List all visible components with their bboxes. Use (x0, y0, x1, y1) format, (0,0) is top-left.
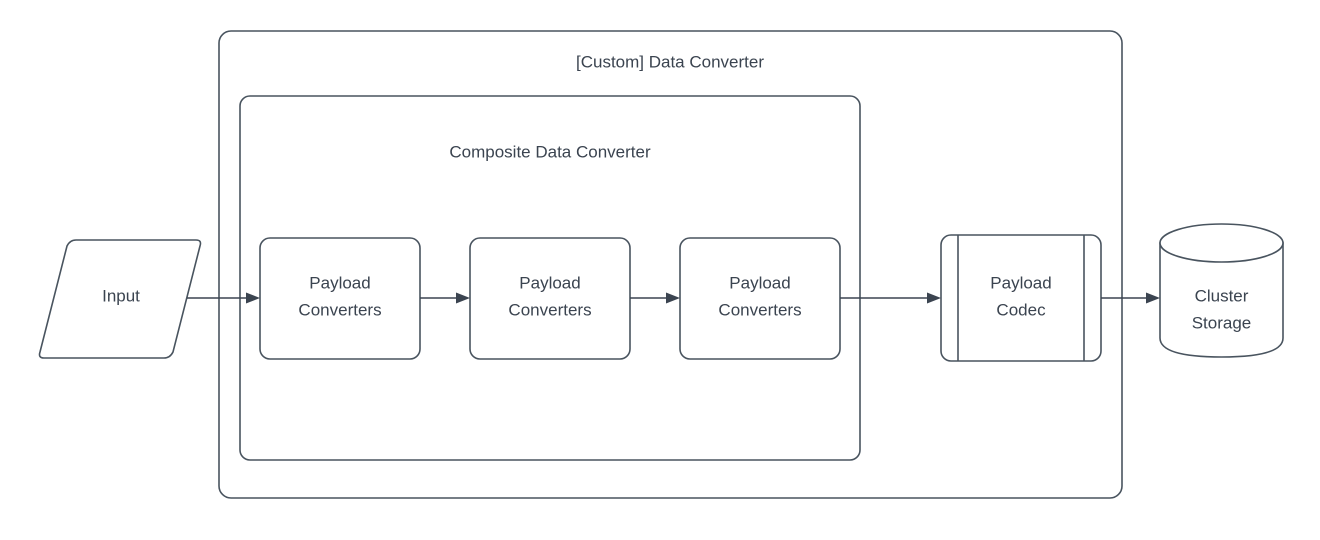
node-input-label: Input (102, 286, 140, 305)
node-cluster-storage-top (1159, 223, 1284, 263)
node-payload-converters-1-label-line1: Payload (309, 273, 370, 292)
edge-payload-converters-1-to-payload-converters-2[interactable] (420, 292, 470, 304)
node-input[interactable] (38, 239, 202, 359)
edge-payload-converters-3-to-payload-codec[interactable] (840, 292, 941, 304)
node-payload-converters-2[interactable] (469, 237, 631, 360)
node-cluster-storage-body[interactable] (1159, 242, 1284, 358)
container-custom-data-converter-label: [Custom] Data Converter (576, 52, 764, 71)
node-payload-converters-3-label-line2: Converters (718, 300, 801, 319)
node-payload-codec-label-line2: Codec (996, 300, 1046, 319)
node-cluster-storage-label-line2: Storage (1192, 313, 1252, 332)
node-payload-converters-3[interactable] (679, 237, 841, 360)
edge-input-to-payload-converters-1[interactable] (187, 292, 260, 304)
node-payload-converters-2-label-line1: Payload (519, 273, 580, 292)
container-composite-data-converter-label: Composite Data Converter (449, 142, 651, 161)
node-payload-converters-2-label-line2: Converters (508, 300, 591, 319)
node-payload-converters-1-label-line2: Converters (298, 300, 381, 319)
node-payload-codec-label-line1: Payload (990, 273, 1051, 292)
node-payload-codec[interactable] (940, 234, 1102, 362)
edge-payload-codec-to-cluster-storage[interactable] (1101, 292, 1160, 304)
node-payload-converters-3-label-line1: Payload (729, 273, 790, 292)
node-cluster-storage-label-line1: Cluster (1195, 286, 1249, 305)
edge-payload-converters-2-to-payload-converters-3[interactable] (630, 292, 680, 304)
node-payload-converters-1[interactable] (259, 237, 421, 360)
